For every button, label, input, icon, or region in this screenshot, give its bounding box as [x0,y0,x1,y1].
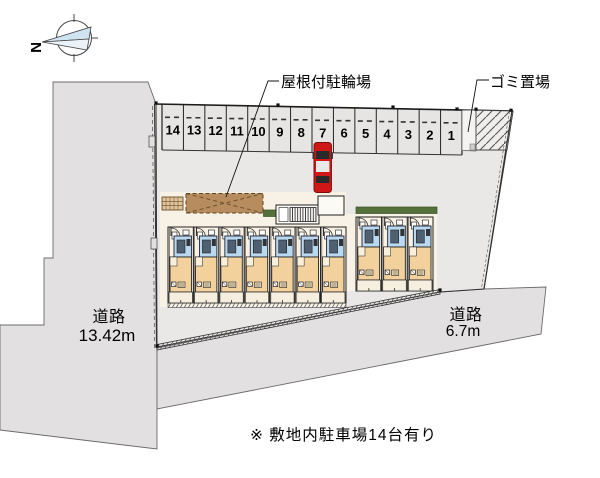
stall-number: 10 [251,124,265,139]
utility-box [161,196,184,211]
garbage-area [461,109,477,152]
unit [406,216,434,292]
road-left-width: 13.42m [79,326,136,345]
road-right-width: 6.7m [446,323,480,340]
unit [218,226,245,304]
stall-number: 9 [276,124,283,139]
stall-bottom-edge [161,149,463,156]
parked-car [312,142,333,193]
hedge-left [263,209,277,217]
stall-number: 2 [426,127,433,142]
garbage-leader-line [467,79,489,133]
unit [355,216,383,292]
parking-note: ※ 敷地内駐車場14台有り [250,425,437,444]
site-north-boundary [155,103,514,112]
stall-number: 6 [341,126,348,141]
stall-number: 5 [362,126,369,141]
unit [243,226,271,304]
bike-shed [185,193,264,214]
entrance-box [317,195,345,216]
stall-number: 3 [405,127,412,142]
south-fence [156,289,441,351]
unit [192,226,220,304]
road-right-name: 道路 [449,306,482,324]
stall-number: 13 [187,123,201,138]
stall-number: 12 [208,123,222,138]
stall-number: 4 [383,127,391,142]
road-left-area [0,81,158,450]
stall-number: 8 [298,125,305,140]
unit [167,226,194,304]
unit [381,216,408,292]
hedge-right [355,206,438,214]
balcony-railing [167,302,347,308]
unit [320,226,347,304]
apartment-units [167,216,434,304]
compass-north-label: N [27,42,44,53]
stall-number: 11 [230,124,244,139]
unit [294,226,322,304]
stall-number: 1 [448,128,455,143]
hatched-corner [475,109,514,151]
boundary-markers [154,101,513,348]
bike-shed-label: 屋根付駐輪場 [281,74,371,91]
unit [269,226,296,304]
bike-shed-leader-line [225,80,279,198]
garbage-label: ゴミ置場 [490,73,550,91]
stairs [275,204,320,225]
east-fence [481,110,513,290]
stall-number: 14 [165,122,180,137]
compass: N [27,14,98,62]
west-fence [148,103,158,349]
stall-number: 7 [319,125,326,140]
compass-needle-lower [41,38,90,51]
road-left-name: 道路 [92,308,125,326]
